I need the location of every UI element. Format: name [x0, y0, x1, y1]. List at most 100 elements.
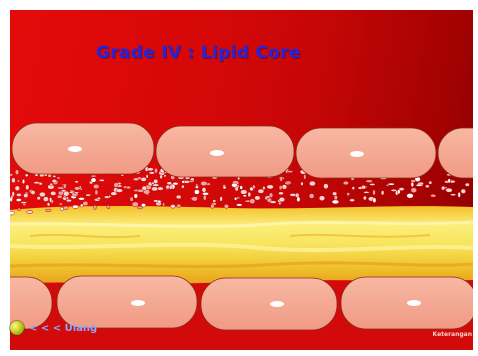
blood-cell-particle — [252, 185, 255, 189]
blood-cell-particle — [39, 192, 45, 197]
blood-cell-particle — [21, 202, 27, 204]
endothelial-cell — [438, 128, 473, 178]
blood-cell-particle — [366, 180, 373, 183]
blood-cell-particle — [114, 183, 119, 188]
blood-cell-particle — [66, 197, 69, 199]
blood-cell-particle — [343, 181, 348, 185]
blood-cell-particle — [80, 204, 83, 207]
blood-cell-particle — [99, 179, 104, 181]
blood-cell-particle — [48, 174, 52, 178]
blood-cell-particle — [162, 203, 164, 206]
blood-cell-particle — [39, 182, 43, 185]
blood-cell-particle — [24, 194, 29, 198]
blood-cell-particle — [324, 184, 329, 189]
endothelial-cell — [156, 126, 294, 177]
blood-cell-particle — [130, 197, 133, 201]
blood-cell-particle — [250, 199, 255, 204]
blood-cell-particle — [132, 202, 138, 207]
info-button[interactable]: Keterangan — [433, 331, 472, 338]
blood-cell-particle — [127, 186, 131, 189]
blood-cell-particle — [50, 183, 53, 186]
blood-cell-particle — [347, 193, 350, 196]
blood-cell-particle — [37, 196, 41, 200]
blood-cell-particle — [141, 177, 147, 181]
blood-cell-particle — [279, 192, 284, 195]
blood-cell-particle — [282, 185, 287, 190]
blood-cell-particle — [10, 197, 13, 201]
blood-cell-particle — [95, 190, 98, 195]
blood-cell-particle — [232, 183, 238, 187]
blood-cell-particle — [146, 174, 148, 178]
blood-cell-particle — [142, 186, 147, 190]
blood-cell-particle — [75, 181, 79, 183]
blood-cell-particle — [66, 199, 71, 202]
blood-cell-particle — [86, 194, 91, 196]
blood-cell-particle — [107, 205, 110, 209]
blood-cell-particle — [49, 197, 51, 202]
blood-cell-particle — [332, 200, 339, 204]
blood-cell-particle — [10, 174, 13, 177]
cell-nucleus — [407, 300, 421, 306]
blood-cell-particle — [201, 181, 208, 186]
cell-nucleus — [131, 300, 145, 306]
blood-cell-particle — [25, 174, 28, 177]
blood-cell-particle — [16, 198, 21, 201]
blood-cell-particle — [297, 197, 300, 202]
blood-cell-particle — [465, 183, 469, 186]
blood-cell-particle — [202, 192, 208, 195]
blood-cell-particle — [72, 205, 78, 208]
blood-cell-particle — [17, 180, 19, 182]
blood-cell-particle — [60, 207, 64, 210]
blood-cell-particle — [364, 191, 370, 193]
blood-cell-particle — [352, 187, 355, 190]
blood-cell-particle — [111, 192, 117, 196]
cell-nucleus — [270, 301, 284, 307]
blood-cell-particle — [26, 211, 33, 214]
blood-cell-particle — [45, 209, 51, 212]
blood-cell-particle — [309, 181, 315, 186]
blood-cell-particle — [16, 193, 21, 196]
back-button[interactable]: < < < Ulang — [10, 318, 97, 338]
blood-cell-particle — [411, 182, 414, 187]
blood-cell-particle — [108, 195, 111, 197]
blood-cell-particle — [26, 185, 30, 190]
blood-cell-particle — [243, 195, 247, 197]
blood-cell-particle — [43, 197, 48, 202]
back-button-label[interactable]: < < < Ulang — [29, 323, 97, 334]
blood-cell-particle — [15, 186, 20, 191]
blood-cell-particle — [93, 184, 99, 189]
blood-cell-particle — [258, 189, 264, 193]
blood-cell-particle — [431, 194, 436, 197]
blood-cell-particle — [213, 200, 216, 203]
blood-cell-particle — [59, 203, 63, 205]
blood-cell-particle — [116, 189, 123, 193]
blood-cell-particle — [290, 193, 296, 196]
blood-cell-particle — [134, 194, 138, 198]
blood-cell-particle — [91, 178, 96, 183]
blood-cell-particle — [234, 197, 237, 200]
blood-cell-particle — [416, 184, 423, 186]
slide-title: Grade IV : Lipid Core — [96, 43, 396, 63]
blood-cell-particle — [170, 204, 175, 208]
blood-cell-particle — [350, 199, 355, 202]
yellow-sphere-icon[interactable] — [10, 321, 24, 335]
blood-cell-particle — [202, 187, 206, 192]
blood-cell-particle — [386, 184, 389, 186]
blood-cell-particle — [446, 188, 453, 192]
blood-cell-particle — [47, 202, 50, 206]
blood-cell-particle — [53, 175, 56, 177]
blood-cell-particle — [57, 195, 62, 199]
blood-cell-particle — [309, 194, 314, 199]
blood-cell-particle — [334, 195, 338, 200]
blood-cell-particle — [22, 179, 25, 183]
blood-cell-particle — [151, 182, 154, 184]
blood-cell-particle — [425, 185, 429, 188]
blood-cell-particle — [149, 172, 154, 175]
blood-cell-particle — [64, 184, 67, 189]
blood-cell-particle — [279, 186, 282, 190]
blood-cell-particle — [147, 168, 154, 171]
blood-cell-particle — [58, 187, 64, 190]
blood-cell-particle — [373, 190, 376, 195]
blood-cell-particle — [58, 191, 64, 195]
